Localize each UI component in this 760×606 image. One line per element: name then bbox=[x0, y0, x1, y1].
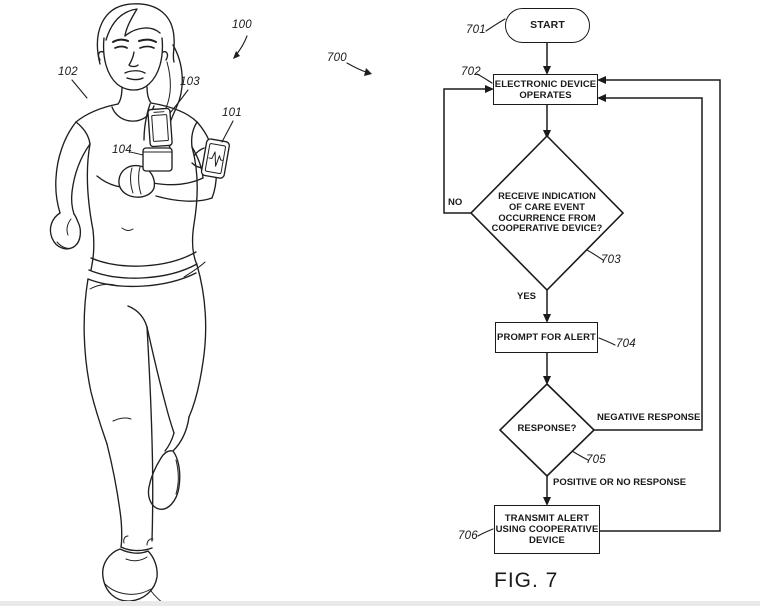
ref-700: 700 bbox=[327, 52, 347, 64]
ref-705: 705 bbox=[586, 454, 606, 466]
flowchart-connectors bbox=[443, 43, 721, 532]
flowchart-start-node: START bbox=[505, 8, 590, 43]
runner-figure bbox=[49, 3, 230, 604]
prompt-label: PROMPT FOR ALERT bbox=[497, 332, 596, 343]
ref-102: 102 bbox=[58, 66, 78, 78]
decision-response-text: RESPONSE? bbox=[497, 423, 597, 435]
runner-right-arm bbox=[49, 121, 91, 250]
runner-legs bbox=[83, 261, 207, 604]
ref-101: 101 bbox=[222, 107, 242, 119]
operate-line-2: OPERATES bbox=[519, 89, 572, 101]
transmit-line-1: TRANSMIT ALERT bbox=[504, 513, 590, 524]
decision-care-line-2: OF CARE EVENT bbox=[508, 201, 586, 212]
branch-label-no: NO bbox=[448, 197, 463, 208]
figure-caption: FIG. 7 bbox=[494, 569, 559, 592]
chest-phone-device bbox=[147, 107, 173, 148]
decision-care-diamond bbox=[469, 134, 625, 292]
ref-701: 701 bbox=[466, 24, 486, 36]
ref-100: 100 bbox=[232, 19, 252, 31]
decision-response-label: RESPONSE? bbox=[517, 423, 577, 434]
decision-care-line-1: RECEIVE INDICATION bbox=[498, 191, 596, 201]
transmit-line-2: USING COOPERATIVE bbox=[495, 524, 599, 535]
flowchart-prompt-box: PROMPT FOR ALERT bbox=[495, 322, 598, 353]
branch-label-negative-response: NEGATIVE RESPONSE bbox=[597, 412, 701, 423]
ref-104: 104 bbox=[112, 144, 132, 156]
branch-label-positive-or-no-response: POSITIVE OR NO RESPONSE bbox=[553, 477, 687, 488]
flowchart-operate-box: ELECTRONIC DEVICE OPERATES bbox=[493, 74, 598, 105]
decision-care-line-4: COOPERATIVE DEVICE? bbox=[491, 223, 603, 234]
flowchart-diamonds bbox=[469, 134, 625, 478]
ref-703: 703 bbox=[601, 254, 621, 266]
shirt-pocket bbox=[142, 147, 173, 172]
scan-edge-artifact bbox=[0, 601, 760, 606]
decision-care-line-3: OCCURRENCE FROM bbox=[498, 212, 596, 223]
ref-103: 103 bbox=[180, 76, 200, 88]
armband-device bbox=[191, 138, 230, 179]
operate-line-1: ELECTRONIC DEVICE bbox=[494, 78, 597, 90]
decision-response-diamond bbox=[498, 382, 596, 478]
branch-label-yes: YES bbox=[517, 291, 537, 302]
ref-706: 706 bbox=[458, 530, 478, 542]
transmit-line-3: DEVICE bbox=[529, 535, 565, 546]
flowchart-transmit-box: TRANSMIT ALERT USING COOPERATIVE DEVICE bbox=[494, 505, 600, 554]
decision-care-text: RECEIVE INDICATION OF CARE EVENT OCCURRE… bbox=[472, 191, 622, 234]
flowchart-arrowheads bbox=[485, 66, 606, 506]
start-label: START bbox=[530, 19, 565, 31]
ref-702: 702 bbox=[461, 66, 481, 78]
ref-704: 704 bbox=[616, 338, 636, 350]
